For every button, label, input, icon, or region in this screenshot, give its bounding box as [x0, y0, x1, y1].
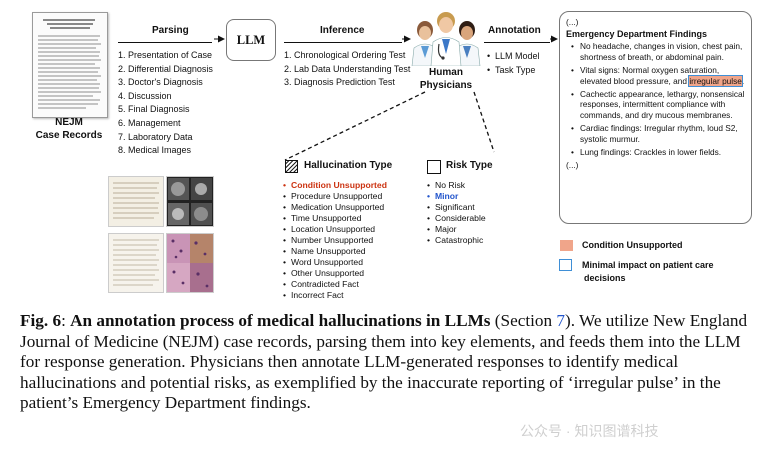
table-thumbnail — [108, 176, 164, 227]
risk-type-item: Minor — [427, 191, 486, 202]
hallucination-type-item: Other Unsupported — [283, 268, 387, 279]
lab-table-thumbnail-graphic — [109, 234, 163, 292]
dashed-link-left — [285, 92, 425, 160]
scan-thumbnail — [166, 176, 214, 227]
histology-thumbnail — [166, 233, 214, 293]
caption-fig-label: Fig. 6 — [20, 311, 61, 330]
scan-thumbnail-graphic — [167, 177, 213, 226]
risk-type-item: Catastrophic — [427, 235, 486, 246]
hatched-box-graphic — [285, 160, 298, 173]
risk-list: No RiskMinorSignificantConsiderableMajor… — [427, 180, 486, 246]
legend-minimal-line2: decisions — [582, 272, 714, 285]
histology-thumbnail-graphic — [167, 234, 213, 292]
legend-condition-label: Condition Unsupported — [582, 240, 682, 250]
hallucination-type-item: Medication Unsupported — [283, 202, 387, 213]
risk-type-item: Considerable — [427, 213, 486, 224]
caption-section-post: ). — [565, 311, 575, 330]
risk-type-item: Significant — [427, 202, 486, 213]
hallucination-title: Hallucination Type — [304, 160, 392, 171]
risk-title: Risk Type — [446, 160, 493, 171]
hallucination-type-item: Time Unsupported — [283, 213, 387, 224]
watermark: 公众号 · 知识图谱科技 — [520, 421, 658, 441]
figure-caption: Fig. 6: An annotation process of medical… — [20, 311, 754, 414]
risk-box-icon — [427, 160, 441, 174]
hallucination-type-item: Contradicted Fact — [283, 279, 387, 290]
hallucination-type-item: Condition Unsupported — [283, 180, 387, 191]
hallucination-type-item: Word Unsupported — [283, 257, 387, 268]
hallucination-type-item: Incorrect Fact — [283, 290, 387, 301]
caption-title: An annotation process of medical halluci… — [70, 311, 490, 330]
caption-section-pre: (Section — [495, 311, 557, 330]
lab-table-thumbnail — [108, 233, 164, 293]
dashed-link-right — [474, 92, 494, 152]
condition-swatch — [560, 240, 573, 251]
hatched-box-icon — [285, 160, 298, 173]
table-thumbnail-graphic — [109, 177, 163, 226]
hallucination-type-item: Number Unsupported — [283, 235, 387, 246]
minimal-impact-swatch — [559, 259, 572, 271]
caption-section-link[interactable]: 7 — [556, 311, 565, 330]
risk-type-item: Major — [427, 224, 486, 235]
hallucination-type-item: Name Unsupported — [283, 246, 387, 257]
legend-minimal-label: Minimal impact on patient care decisions — [582, 259, 714, 284]
risk-type-item: No Risk — [427, 180, 486, 191]
hallucination-type-item: Location Unsupported — [283, 224, 387, 235]
hallucination-list: Condition UnsupportedProcedure Unsupport… — [283, 180, 387, 301]
hallucination-type-item: Procedure Unsupported — [283, 191, 387, 202]
legend-minimal-line1: Minimal impact on patient care — [582, 259, 714, 272]
